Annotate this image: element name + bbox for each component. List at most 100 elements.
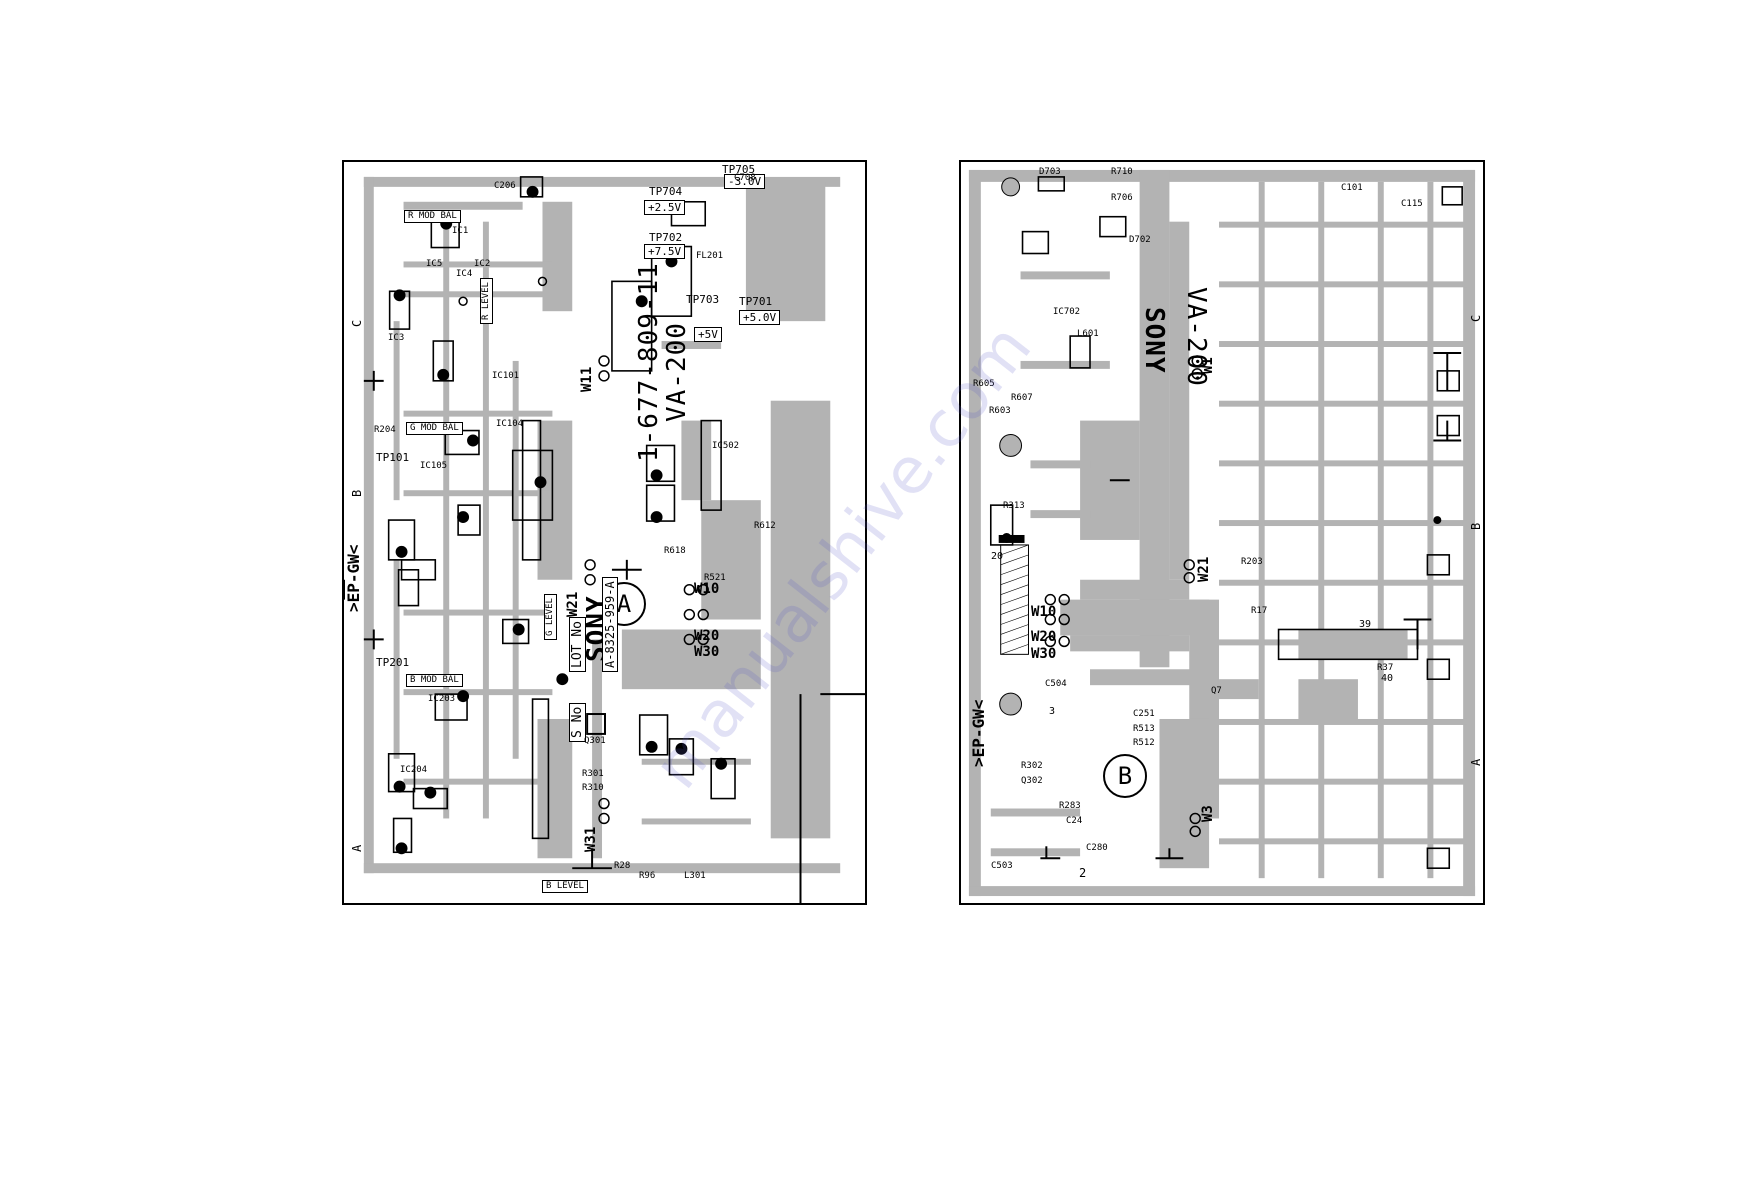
component-label: IC2 xyxy=(474,259,491,269)
component-label: C206 xyxy=(494,181,516,191)
component-label: IC3 xyxy=(388,333,405,343)
brand-logo: SONY xyxy=(1139,307,1169,374)
pcb-board-a: 1-677-809-11 VA-200 SONY A >EP-GW< LOT N… xyxy=(342,160,867,905)
wire-label: W30 xyxy=(1031,646,1057,662)
pin-number: 3 xyxy=(1049,706,1056,717)
component-label: C24 xyxy=(1066,816,1083,826)
component-label: D702 xyxy=(1129,235,1151,245)
component-label: R706 xyxy=(1111,193,1133,203)
testpoint-label: TP201 xyxy=(376,656,410,669)
component-label: R612 xyxy=(754,521,776,531)
voltage-label-5v: +5V xyxy=(694,327,722,342)
testpoint-label: TP701 xyxy=(739,295,773,308)
board-name: VA-200 xyxy=(662,322,692,422)
component-label: Q302 xyxy=(1021,776,1043,786)
board-a-artwork xyxy=(344,176,865,903)
wire-label: W10 xyxy=(694,581,720,597)
component-label: D703 xyxy=(1039,167,1061,177)
edge-letter-b: B xyxy=(350,489,364,497)
mod-bal-label-r: R MOD BAL xyxy=(404,210,461,223)
component-label: IC702 xyxy=(1053,307,1081,317)
testpoint-label: TP705 xyxy=(722,163,756,176)
component-label: IC104 xyxy=(496,419,524,429)
testpoint-label: TP703 xyxy=(686,293,720,306)
part-number: 1-677-809-11 xyxy=(634,262,664,462)
model-label: >EP-GW< xyxy=(344,544,363,612)
component-label: C101 xyxy=(1341,183,1363,193)
component-label: IC105 xyxy=(420,461,448,471)
component-label: R302 xyxy=(1021,761,1043,771)
component-label: C280 xyxy=(1086,843,1108,853)
side-mark: B xyxy=(1103,754,1147,798)
wire-label: W1 xyxy=(1200,357,1216,374)
voltage-label-2v5: +2.5V xyxy=(644,200,686,215)
level-label-b: B LEVEL xyxy=(542,880,588,893)
component-label: R310 xyxy=(582,783,604,793)
wire-label: W21 xyxy=(565,591,581,617)
board-b-artwork xyxy=(968,169,1476,897)
mod-bal-label-g: G MOD BAL xyxy=(406,422,463,435)
component-label: IC4 xyxy=(456,269,473,279)
testpoint-label: TP101 xyxy=(376,451,410,464)
pin-number: 40 xyxy=(1381,673,1394,684)
component-label: L301 xyxy=(684,871,706,881)
edge-letter-c: C xyxy=(350,319,364,327)
component-label: Q7 xyxy=(1211,686,1222,696)
component-label: IC5 xyxy=(426,259,443,269)
component-label: R607 xyxy=(1011,393,1033,403)
component-label: Q301 xyxy=(584,736,606,746)
component-label: R710 xyxy=(1111,167,1133,177)
component-label: C503 xyxy=(991,861,1013,871)
component-label: R37 xyxy=(1377,663,1394,673)
component-label: L601 xyxy=(1077,329,1099,339)
component-label: R17 xyxy=(1251,606,1268,616)
pin-number: 2 xyxy=(1079,866,1087,880)
board-code: A-8325-959-A xyxy=(602,577,618,672)
component-label: C251 xyxy=(1133,709,1155,719)
wire-label: W30 xyxy=(694,644,720,660)
model-label: >EP-GW< xyxy=(969,699,988,767)
wire-label: W3 xyxy=(1200,805,1216,822)
edge-letter-a: A xyxy=(350,844,364,852)
component-label: IC203 xyxy=(428,694,456,704)
component-label: R203 xyxy=(1241,557,1263,567)
level-label-g: G LEVEL xyxy=(544,594,557,640)
component-label: R283 xyxy=(1059,801,1081,811)
pin-number: 20 xyxy=(991,551,1004,562)
wire-label: W10 xyxy=(1031,604,1057,620)
component-label: R512 xyxy=(1133,738,1155,748)
level-label-r: R LEVEL xyxy=(480,278,493,324)
wire-label: W20 xyxy=(694,628,720,644)
component-label: IC502 xyxy=(712,441,740,451)
edge-letter-a: A xyxy=(1469,758,1483,766)
mod-bal-label-b: B MOD BAL xyxy=(406,674,463,687)
component-label: C115 xyxy=(1401,199,1423,209)
wire-label: W21 xyxy=(1196,556,1212,582)
testpoint-label: TP704 xyxy=(649,185,683,198)
component-label: FL201 xyxy=(696,251,724,261)
edge-letter-c: C xyxy=(1469,314,1483,322)
pin-number: 39 xyxy=(1359,619,1372,630)
wire-label: W11 xyxy=(579,366,595,392)
component-label: R96 xyxy=(639,871,656,881)
wire-label: W20 xyxy=(1031,629,1057,645)
component-label: IC1 xyxy=(452,226,469,236)
component-label: R204 xyxy=(374,425,396,435)
pcb-board-b: VA-200 SONY B >EP-GW< C B A W1 W21 W10 W… xyxy=(959,160,1485,905)
component-label: C708 xyxy=(734,173,756,183)
lot-number-box: LOT No xyxy=(569,617,586,672)
component-label: R28 xyxy=(614,861,631,871)
component-label: R521 xyxy=(704,573,726,583)
component-label: R605 xyxy=(973,379,995,389)
edge-letter-b: B xyxy=(1469,522,1483,530)
component-label: R301 xyxy=(582,769,604,779)
voltage-label-7v5: +7.5V xyxy=(644,244,686,259)
wire-label: W31 xyxy=(583,826,599,852)
component-label: R603 xyxy=(989,406,1011,416)
voltage-label-5v0: +5.0V xyxy=(739,310,781,325)
component-label: R618 xyxy=(664,546,686,556)
component-label: IC204 xyxy=(400,765,428,775)
voltage-label-minus3: -3.0V xyxy=(724,174,766,189)
component-label: R313 xyxy=(1003,501,1025,511)
testpoint-label: TP702 xyxy=(649,231,683,244)
